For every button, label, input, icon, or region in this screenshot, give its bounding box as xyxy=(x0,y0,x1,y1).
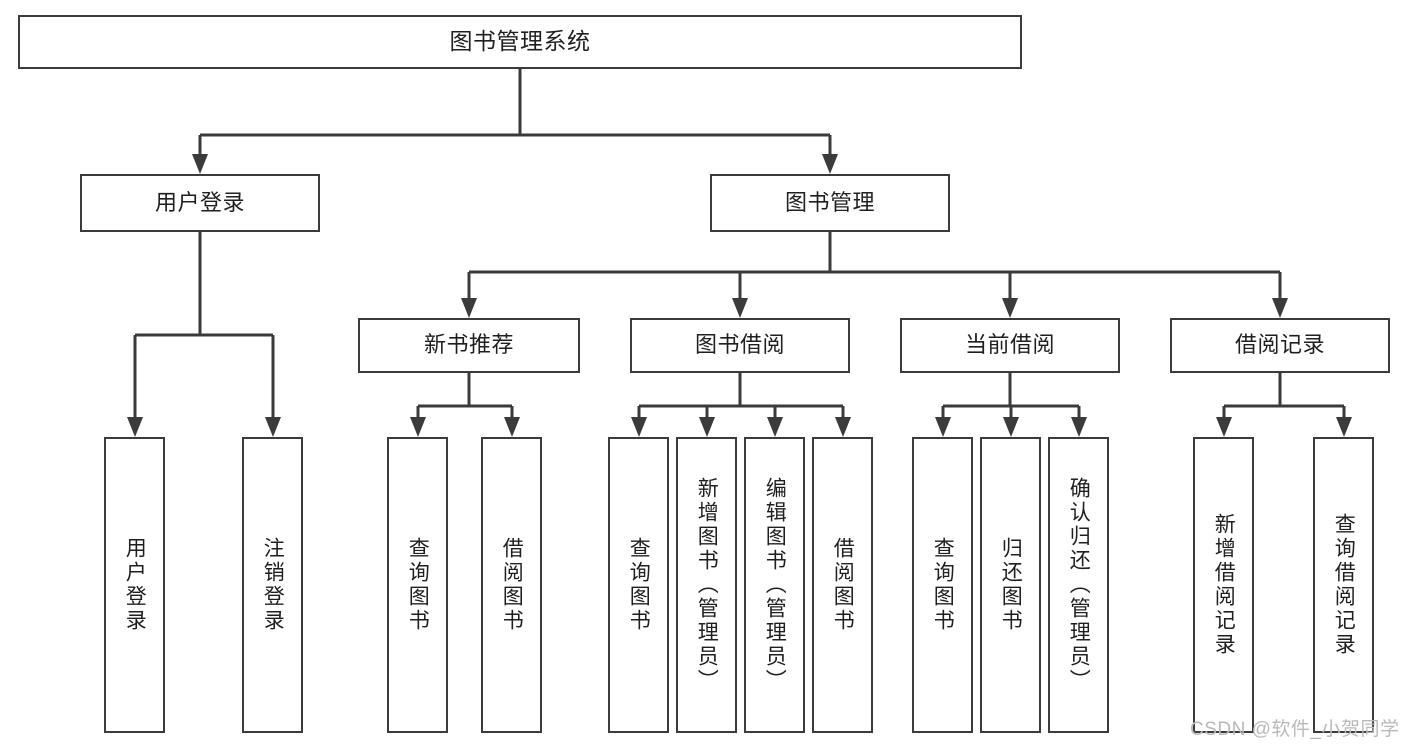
node-box-leaf-edit-book[interactable]: 编辑图书（管理员） xyxy=(744,437,805,733)
arrowhead-leaf-query-book-recommend xyxy=(410,417,426,437)
arrowhead-leaf-query-book-borrow xyxy=(631,417,647,437)
node-box-leaf-return-book[interactable]: 归还图书 xyxy=(980,437,1041,733)
node-label-leaf-user-login: 用户登录 xyxy=(123,537,147,633)
node-label-current-borrow: 当前借阅 xyxy=(964,332,1055,358)
node-box-book-management[interactable]: 图书管理 xyxy=(710,174,950,232)
node-box-current-borrow[interactable]: 当前借阅 xyxy=(900,318,1120,373)
arrowhead-new-book-recommend xyxy=(461,298,477,318)
node-label-leaf-add-book: 新增图书（管理员） xyxy=(695,477,719,693)
watermark-label: CSDN @软件_小贺同学 xyxy=(1190,719,1400,740)
node-box-root[interactable]: 图书管理系统 xyxy=(18,15,1022,69)
node-label-new-book-recommend: 新书推荐 xyxy=(423,332,514,358)
arrowhead-borrow-record xyxy=(1272,298,1288,318)
arrowhead-leaf-borrow-book xyxy=(835,417,851,437)
arrowhead-leaf-user-login xyxy=(127,417,143,437)
arrowhead-leaf-confirm-return xyxy=(1071,417,1087,437)
node-box-leaf-query-book-recommend[interactable]: 查询图书 xyxy=(387,437,448,733)
arrowhead-user-login xyxy=(192,154,208,174)
node-label-leaf-edit-book: 编辑图书（管理员） xyxy=(763,477,787,693)
node-box-leaf-query-borrow-record[interactable]: 查询借阅记录 xyxy=(1313,437,1374,733)
node-label-leaf-query-book-current: 查询图书 xyxy=(931,537,955,633)
node-label-leaf-return-book: 归还图书 xyxy=(999,537,1023,633)
node-label-leaf-query-borrow-record: 查询借阅记录 xyxy=(1332,513,1356,657)
node-label-book-borrow: 图书借阅 xyxy=(694,332,785,358)
node-box-leaf-query-book-borrow[interactable]: 查询图书 xyxy=(608,437,669,733)
arrowhead-leaf-query-book-current xyxy=(935,417,951,437)
arrowhead-leaf-add-borrow-record xyxy=(1216,417,1232,437)
node-label-leaf-query-book-recommend: 查询图书 xyxy=(406,537,430,633)
node-box-leaf-query-book-current[interactable]: 查询图书 xyxy=(912,437,973,733)
node-box-leaf-user-login[interactable]: 用户登录 xyxy=(104,437,165,733)
arrowhead-book-borrow xyxy=(732,298,748,318)
node-box-leaf-borrow-book-recommend[interactable]: 借阅图书 xyxy=(481,437,542,733)
node-box-leaf-borrow-book[interactable]: 借阅图书 xyxy=(812,437,873,733)
node-label-root: 图书管理系统 xyxy=(449,28,591,55)
node-label-user-login: 用户登录 xyxy=(154,189,245,215)
node-box-leaf-add-book[interactable]: 新增图书（管理员） xyxy=(676,437,737,733)
arrowhead-current-borrow xyxy=(1002,298,1018,318)
arrowhead-leaf-edit-book xyxy=(767,417,783,437)
node-box-new-book-recommend[interactable]: 新书推荐 xyxy=(358,318,580,373)
arrowhead-leaf-user-logout xyxy=(265,417,281,437)
node-box-leaf-confirm-return[interactable]: 确认归还（管理员） xyxy=(1048,437,1109,733)
arrowhead-book-management xyxy=(822,154,838,174)
node-box-leaf-user-logout[interactable]: 注销登录 xyxy=(242,437,303,733)
node-box-borrow-record[interactable]: 借阅记录 xyxy=(1170,318,1390,373)
node-label-leaf-add-borrow-record: 新增借阅记录 xyxy=(1212,513,1236,657)
node-label-book-management: 图书管理 xyxy=(784,189,875,215)
node-box-leaf-add-borrow-record[interactable]: 新增借阅记录 xyxy=(1193,437,1254,733)
node-box-book-borrow[interactable]: 图书借阅 xyxy=(630,318,850,373)
arrowhead-leaf-query-borrow-record xyxy=(1336,417,1352,437)
arrowhead-leaf-add-book xyxy=(699,417,715,437)
arrowhead-leaf-return-book xyxy=(1003,417,1019,437)
node-label-borrow-record: 借阅记录 xyxy=(1234,332,1325,358)
node-label-leaf-borrow-book: 借阅图书 xyxy=(831,537,855,633)
node-label-leaf-confirm-return: 确认归还（管理员） xyxy=(1067,477,1091,693)
node-box-user-login[interactable]: 用户登录 xyxy=(80,174,320,232)
arrowhead-leaf-borrow-book-recommend xyxy=(504,417,520,437)
node-label-leaf-user-logout: 注销登录 xyxy=(261,537,285,633)
node-label-leaf-query-book-borrow: 查询图书 xyxy=(627,537,651,633)
node-label-leaf-borrow-book-recommend: 借阅图书 xyxy=(500,537,524,633)
